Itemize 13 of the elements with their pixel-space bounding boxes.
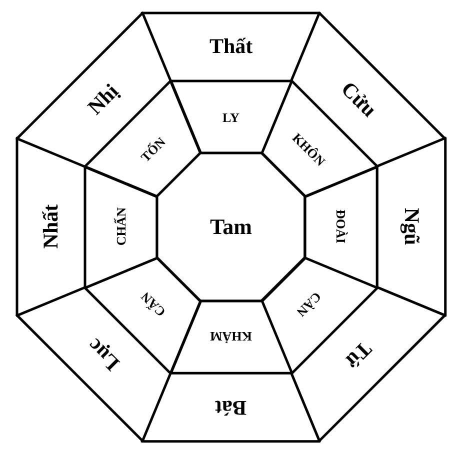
segment-label: CHẤN [114, 208, 128, 246]
segment-label: Bát [214, 396, 246, 418]
segment-label: Nhị [84, 80, 122, 119]
segment-label: Thất [209, 36, 253, 58]
segment-label: Ngũ [400, 208, 422, 246]
segment-label: Nhất [40, 204, 62, 250]
segment-label: KHẢM [210, 330, 252, 344]
segment-label: Lục [84, 334, 124, 374]
segment-label: Cửu [337, 78, 380, 121]
segment-label: Tam [210, 216, 252, 238]
segment-label: Tứ [341, 338, 375, 372]
segment-label: ĐOÀI [334, 210, 348, 244]
segment-label: LY [222, 110, 240, 124]
